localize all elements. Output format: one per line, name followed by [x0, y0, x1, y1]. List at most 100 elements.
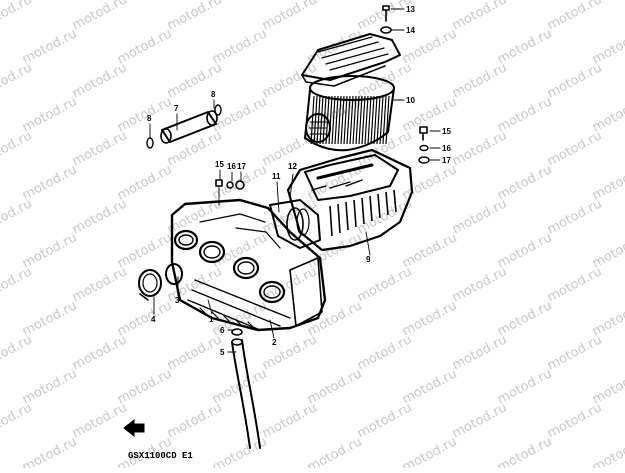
watermark-text: motod.ru	[70, 264, 130, 305]
air-cleaner-case	[170, 148, 414, 332]
watermark-text: motod.ru	[0, 0, 35, 34]
hardware-bolts	[215, 5, 430, 190]
watermark-text: motod.ru	[400, 230, 460, 271]
watermark-text: motod.ru	[115, 230, 175, 271]
watermark-text: motod.ru	[20, 162, 80, 203]
watermark-text: motod.ru	[450, 128, 510, 169]
watermark-text: motod.ru	[495, 94, 555, 135]
filter-pleat	[319, 95, 324, 145]
watermark-text: motod.ru	[545, 264, 605, 305]
callout-15-left: 15	[215, 160, 224, 169]
watermark-text: motod.ru	[305, 366, 365, 407]
watermark-text: motod.ru	[115, 298, 175, 339]
watermark-text: motod.ru	[450, 196, 510, 237]
watermark-text: motod.ru	[545, 128, 605, 169]
case-rib	[393, 189, 397, 213]
callout-3: 3	[175, 296, 180, 305]
watermark-text: motod.ru	[165, 60, 225, 101]
filter-pleat	[364, 95, 369, 145]
watermark-text: motod.ru	[355, 332, 415, 373]
callout-14: 14	[406, 26, 415, 35]
filter-pleat	[355, 95, 360, 145]
callout-8-right: 8	[211, 90, 216, 99]
case-rib	[345, 201, 349, 231]
callout-15-right: 15	[442, 127, 451, 136]
watermark-text: motod.ru	[495, 230, 555, 271]
watermark-text: motod.ru	[355, 400, 415, 441]
watermark-text: motod.ru	[0, 264, 35, 305]
watermark-text: motod.ru	[165, 0, 225, 34]
watermark-text: motod.ru	[0, 128, 35, 169]
model-code: GSX1100CD E1	[128, 451, 193, 461]
filter-pleat	[340, 95, 345, 145]
watermark-text: motod.ru	[545, 196, 605, 237]
watermark-text: motod.ru	[355, 264, 415, 305]
watermark-text: motod.ru	[20, 26, 80, 67]
watermark-text: motod.ru	[545, 400, 605, 441]
watermark-text: motod.ru	[450, 60, 510, 101]
case-rib	[329, 205, 333, 237]
case-rib	[385, 191, 389, 216]
callout-8-left: 8	[147, 114, 152, 123]
watermark-text: motod.ru	[115, 162, 175, 203]
watermark-text: motod.ru	[260, 60, 320, 101]
callout-12: 12	[288, 162, 297, 171]
watermark-text: motod.ru	[20, 366, 80, 407]
case-rib	[377, 193, 381, 219]
filter-pleat	[349, 95, 354, 145]
watermark-text: motod.ru	[545, 60, 605, 101]
callout-7: 7	[174, 104, 179, 113]
callout-11: 11	[272, 172, 281, 181]
watermark-text: motod.ru	[260, 0, 320, 34]
watermark-text: motod.ru	[210, 26, 270, 67]
watermark-text: motod.ru	[495, 162, 555, 203]
watermark-text: motod.ru	[70, 400, 130, 441]
watermark-text: motod.ru	[70, 128, 130, 169]
case-rib	[353, 199, 357, 228]
watermark-text: motod.ru	[400, 366, 460, 407]
filter-pleat	[385, 95, 390, 145]
watermark-text: motod.ru	[0, 332, 35, 373]
watermark-text: motod.ru	[305, 230, 365, 271]
callout-5: 5	[220, 348, 225, 357]
watermark-text: motod.ru	[210, 230, 270, 271]
watermark-text: motod.ru	[70, 0, 130, 34]
watermark-text: motod.ru	[260, 332, 320, 373]
clamp-rings	[138, 263, 183, 301]
watermark-text: motod.ru	[545, 332, 605, 373]
filter-pleat	[367, 95, 372, 145]
leader-lines	[149, 8, 441, 353]
watermark-text: motod.ru	[70, 196, 130, 237]
filter-pleat	[316, 95, 321, 145]
watermark-text: motod.ru	[210, 434, 270, 468]
watermark-text: motod.ru	[495, 366, 555, 407]
filter-pleat	[334, 95, 339, 145]
watermark-text: motod.ru	[400, 434, 460, 468]
watermark-text: motod.ru	[450, 264, 510, 305]
watermark-text: motod.ru	[450, 400, 510, 441]
watermark-text: motod.ru	[305, 434, 365, 468]
filter-pleat	[322, 95, 327, 145]
watermark-text: motod.ru	[70, 332, 130, 373]
callout-16-left: 16	[227, 162, 236, 171]
watermark-text: motod.ru	[495, 434, 555, 468]
filter-pleat	[373, 95, 378, 145]
callout-2: 2	[272, 338, 277, 347]
watermark-text: motod.ru	[165, 332, 225, 373]
case-rib	[369, 195, 373, 222]
callout-1: 1	[209, 315, 214, 324]
watermark-text: motod.ru	[20, 94, 80, 135]
watermark-text: motod.ru	[590, 434, 625, 468]
case-rib	[361, 197, 365, 225]
breather-hose	[146, 104, 222, 149]
filter-pleat	[313, 95, 318, 145]
watermark-text: motod.ru	[0, 60, 35, 101]
callout-9: 9	[366, 255, 371, 264]
watermark-text: motod.ru	[0, 196, 35, 237]
watermark-text: motod.ru	[450, 332, 510, 373]
filter-pleat	[382, 95, 387, 145]
watermark-text: motod.ru	[70, 60, 130, 101]
callout-17-left: 17	[237, 162, 246, 171]
watermark-text: motod.ru	[0, 400, 35, 441]
